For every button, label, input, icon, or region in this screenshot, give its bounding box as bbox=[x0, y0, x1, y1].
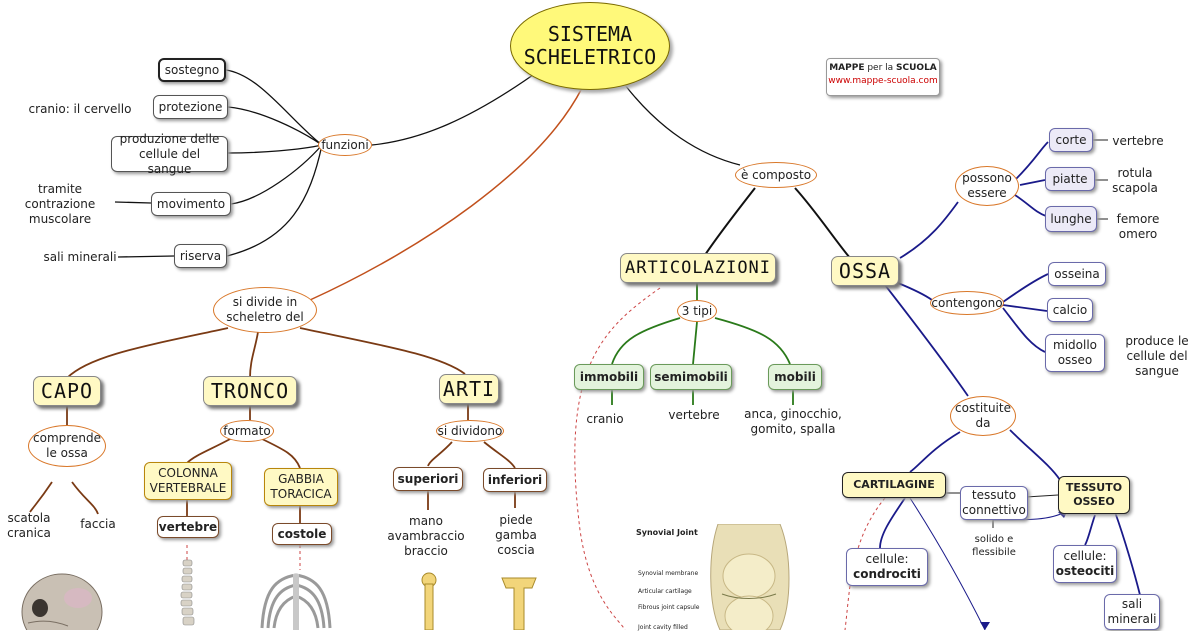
node-superiori: superiori bbox=[393, 467, 463, 491]
figure-label-1: Synovial membrane bbox=[638, 570, 699, 577]
figure-label-4: Joint cavity filled bbox=[638, 624, 688, 631]
link-comprende: comprende le ossa bbox=[28, 425, 106, 467]
node-articolazioni: ARTICOLAZIONI bbox=[620, 253, 776, 283]
spine-image bbox=[180, 559, 195, 626]
node-vertebre: vertebre bbox=[157, 516, 219, 538]
forma-corte-esempio: vertebre bbox=[1112, 134, 1164, 148]
example-vertebre: vertebre bbox=[668, 408, 720, 422]
forma-lunghe-esempio: femore omero bbox=[1116, 212, 1160, 241]
node-gabbia-toracica: GABBIA TORACICA bbox=[264, 468, 338, 506]
osteociti-label: cellule: bbox=[1063, 549, 1107, 563]
link-e-composto: è composto bbox=[735, 162, 817, 188]
funzione-produzione: produzione delle cellule del sangue bbox=[111, 132, 228, 176]
node-arti: ARTI bbox=[439, 374, 499, 404]
ribcage-image bbox=[260, 573, 332, 630]
note-contrazione: tramite contrazione muscolare bbox=[24, 182, 96, 226]
link-possono-essere: possono essere bbox=[955, 166, 1019, 206]
example-mobili: anca, ginocchio, gomito, spalla bbox=[744, 407, 842, 436]
condrociti-label: cellule: bbox=[865, 552, 909, 566]
node-tronco: TRONCO bbox=[203, 376, 297, 406]
midollo-nota: produce le cellule del sangue bbox=[1125, 334, 1189, 378]
leg-bone-image bbox=[501, 577, 537, 630]
example-cranio: cranio bbox=[586, 412, 624, 426]
node-capo: CAPO bbox=[33, 376, 101, 406]
forma-lunghe: lunghe bbox=[1045, 206, 1097, 232]
skull-image bbox=[21, 573, 103, 630]
link-contengono: contengono bbox=[930, 291, 1004, 315]
figure-label-2: Articular cartilage bbox=[638, 588, 692, 595]
node-tessuto-osseo: TESSUTO OSSEO bbox=[1058, 476, 1130, 514]
funzione-protezione: protezione bbox=[153, 95, 228, 119]
contenuto-midollo: midollo osseo bbox=[1045, 334, 1105, 372]
node-cartilagine: CARTILAGINE bbox=[842, 472, 946, 498]
node-sali-minerali: sali minerali bbox=[1104, 594, 1160, 630]
funzione-movimento: movimento bbox=[151, 192, 231, 216]
capo-scatola-cranica: scatola cranica bbox=[7, 511, 51, 540]
forma-piatte-esempio: rotula scapola bbox=[1112, 166, 1158, 195]
link-funzioni: funzioni bbox=[318, 134, 372, 156]
condrociti-value: condrociti bbox=[853, 567, 921, 581]
node-immobili: immobili bbox=[574, 364, 644, 390]
link-3-tipi: 3 tipi bbox=[677, 300, 717, 322]
node-colonna-vertebrale: COLONNA VERTEBRALE bbox=[144, 462, 232, 500]
osteociti-value: osteociti bbox=[1055, 564, 1115, 578]
link-si-dividono: si dividono bbox=[436, 420, 504, 442]
note-cranio: cranio: il cervello bbox=[28, 102, 132, 116]
node-tessuto-connettivo: tessuto connettivo bbox=[960, 486, 1028, 520]
forma-piatte: piatte bbox=[1045, 167, 1095, 191]
node-condrociti: cellule: condrociti bbox=[846, 548, 928, 586]
figure-label-3: Fibrous joint capsule bbox=[638, 604, 700, 611]
node-inferiori: inferiori bbox=[483, 468, 547, 492]
synovial-joint-figure: Synovial Joint Synovial membrane Articul… bbox=[630, 524, 790, 631]
link-formato: formato bbox=[220, 420, 274, 442]
link-costituite-da: costituite da bbox=[950, 396, 1016, 436]
figure-title: Synovial Joint bbox=[636, 528, 698, 537]
title-ellipse: SISTEMA SCHELETRICO bbox=[510, 2, 670, 90]
page-title: SISTEMA SCHELETRICO bbox=[523, 22, 657, 69]
joint-drawing bbox=[710, 524, 790, 630]
arm-bone-image bbox=[421, 572, 437, 630]
capo-faccia: faccia bbox=[80, 517, 116, 531]
forma-corte: corte bbox=[1049, 128, 1093, 152]
arti-superiori-ossa: mano avambraccio braccio bbox=[387, 514, 465, 558]
contenuto-osseina: osseina bbox=[1048, 262, 1106, 286]
note-sali-minerali: sali minerali bbox=[43, 250, 117, 264]
funzione-riserva: riserva bbox=[174, 244, 227, 268]
node-mobili: mobili bbox=[768, 364, 822, 390]
funzione-sostegno: sostegno bbox=[158, 58, 226, 82]
arti-inferiori-ossa: piede gamba coscia bbox=[495, 513, 537, 557]
node-semimobili: semimobili bbox=[650, 364, 732, 390]
brand-name: MAPPE per la SCUOLA bbox=[829, 63, 937, 73]
brand-badge[interactable]: MAPPE per la SCUOLA www.mappe-scuola.com bbox=[826, 58, 940, 96]
node-osteociti: cellule: osteociti bbox=[1053, 545, 1117, 583]
contenuto-calcio: calcio bbox=[1047, 298, 1093, 322]
link-si-divide: si divide in scheletro del bbox=[213, 287, 317, 333]
node-ossa: OSSA bbox=[831, 256, 899, 286]
tessuto-nota: solido e flessibile bbox=[972, 534, 1016, 558]
node-costole: costole bbox=[272, 523, 332, 545]
brand-url[interactable]: www.mappe-scuola.com bbox=[828, 76, 938, 86]
